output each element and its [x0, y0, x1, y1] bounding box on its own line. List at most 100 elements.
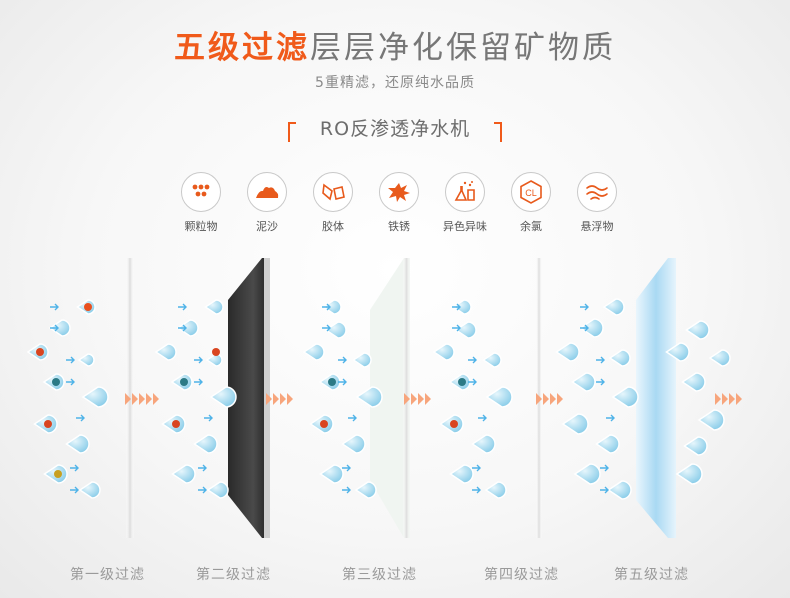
water-drop: [561, 413, 589, 435]
impurity-label: 颗粒物: [184, 220, 218, 233]
suspended-matter-icon: [577, 172, 617, 212]
water-drop: [611, 386, 639, 408]
ro-label-text: RO反渗透净水机: [319, 118, 471, 140]
water-drop: [454, 321, 477, 339]
flow-arrow: [194, 356, 203, 364]
water-drop: [602, 298, 625, 316]
stage-label-2: 第二级过滤: [196, 567, 271, 583]
impurity-particle: [450, 420, 458, 428]
water-drop: [608, 349, 631, 367]
water-drop: [322, 299, 342, 315]
flow-arrow: [580, 303, 589, 311]
impurity-particle: [172, 420, 180, 428]
impurity-label: 胶体: [322, 220, 344, 233]
water-drop: [354, 481, 377, 499]
water-drop: [324, 321, 347, 339]
impurity-item: CL 余氯: [498, 172, 564, 234]
headline-rest: 层层净化保留矿物质: [310, 30, 616, 66]
water-drop: [452, 299, 472, 315]
impurity-icons: 颗粒物 泥沙 胶体 铁锈 异色异味 CL 余氯 悬浮物: [168, 172, 623, 242]
water-drop: [708, 349, 731, 367]
flow-arrow: [596, 356, 605, 364]
flow-arrow: [66, 356, 75, 364]
impurity-item: 胶体: [300, 172, 366, 234]
impurity-particle: [320, 420, 328, 428]
flow-arrow: [194, 378, 203, 386]
water-drop: [65, 434, 90, 454]
water-drop: [432, 343, 455, 361]
water-drop: [571, 372, 596, 392]
flow-arrow: [70, 486, 79, 494]
flow-arrow: [342, 464, 351, 472]
water-drop: [573, 463, 601, 485]
water-drop: [697, 409, 725, 431]
impurity-particle: [84, 303, 92, 311]
water-drop: [48, 319, 71, 337]
water-drop: [685, 320, 710, 340]
water-drop: [209, 386, 237, 408]
impurity-label: 悬浮物: [580, 220, 614, 233]
subtitle: 5重精滤，还原纯水品质: [315, 75, 475, 91]
water-drop: [77, 353, 95, 367]
water-drop: [471, 434, 496, 454]
flow-arrow: [178, 324, 187, 332]
water-drop: [555, 342, 580, 362]
impurity-particle: [36, 348, 44, 356]
flow-arrow: [348, 414, 357, 422]
flow-arrow: [322, 324, 331, 332]
flow-arrow: [600, 464, 609, 472]
headline: 五级过滤层层净化保留矿物质: [0, 22, 790, 67]
stage-label-5: 第五级过滤: [614, 567, 689, 583]
water-drop: [484, 481, 507, 499]
water-drop: [607, 480, 632, 500]
impurity-label: 铁锈: [388, 220, 410, 233]
impurity-particle: [44, 420, 52, 428]
flow-arrow: [322, 303, 331, 311]
odor-flask-icon: [445, 172, 485, 212]
water-drop: [176, 319, 199, 337]
flow-arrow: [468, 356, 477, 364]
water-drops: [26, 298, 731, 500]
flow-arrow: [338, 356, 347, 364]
flow-arrow: [50, 324, 59, 332]
impurity-label: 余氯: [520, 220, 542, 233]
flow-arrow: [580, 324, 589, 332]
flow-arrow: [66, 378, 75, 386]
water-drop: [675, 463, 703, 485]
impurity-particle: [54, 470, 62, 478]
svg-text:CL: CL: [525, 188, 537, 198]
water-drop: [302, 343, 325, 361]
water-drop: [683, 436, 708, 456]
water-drop: [206, 481, 229, 499]
flow-arrow: [342, 486, 351, 494]
flow-arrow: [452, 303, 461, 311]
flow-arrow: [606, 414, 615, 422]
sediment-icon: [247, 172, 287, 212]
colloid-icon: [313, 172, 353, 212]
flow-arrow: [596, 378, 605, 386]
water-drop: [193, 434, 218, 454]
flow-arrow: [478, 414, 487, 422]
filter-membrane-5: [636, 258, 676, 538]
flow-arrow: [452, 324, 461, 332]
stage-label-3: 第三级过滤: [342, 567, 417, 583]
flow-arrow: [472, 464, 481, 472]
flow-arrow: [50, 303, 59, 311]
water-drop: [579, 318, 604, 338]
water-drop: [205, 353, 223, 367]
flow-arrow: [198, 486, 207, 494]
headline-accent: 五级过滤: [174, 30, 310, 66]
impurity-particles: [36, 303, 466, 478]
water-drop: [341, 434, 366, 454]
water-drop: [171, 464, 196, 484]
flow-arrow: [472, 486, 481, 494]
flow-arrow: [204, 414, 213, 422]
impurity-item: 颗粒物: [168, 172, 234, 234]
particles-icon: [181, 172, 221, 212]
water-drop: [482, 352, 502, 368]
water-drop: [154, 343, 177, 361]
water-drop: [319, 464, 344, 484]
flow-arrow: [76, 414, 85, 422]
flow-chevrons: [125, 393, 742, 405]
